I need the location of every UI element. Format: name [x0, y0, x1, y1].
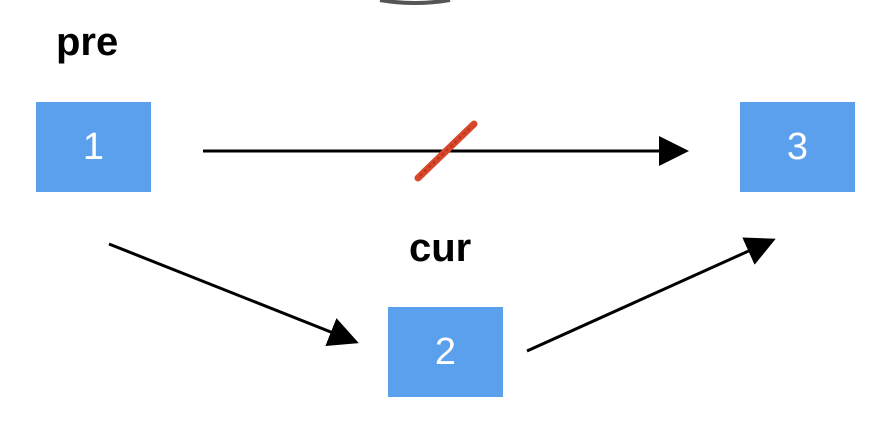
strike-through-mark-icon	[414, 120, 478, 182]
node-2: 2	[388, 307, 503, 397]
node-3-label: 3	[786, 125, 809, 168]
node-1: 1	[36, 102, 151, 192]
cur-label: cur	[409, 226, 472, 270]
node-1-label: 1	[82, 125, 105, 168]
node-3: 3	[740, 102, 855, 192]
top-partial-arc	[379, 0, 451, 5]
edge-1-to-2	[108, 242, 359, 346]
edge-2-to-3	[526, 237, 776, 353]
pre-label: pre	[56, 20, 119, 64]
node-2-label: 2	[434, 330, 457, 373]
